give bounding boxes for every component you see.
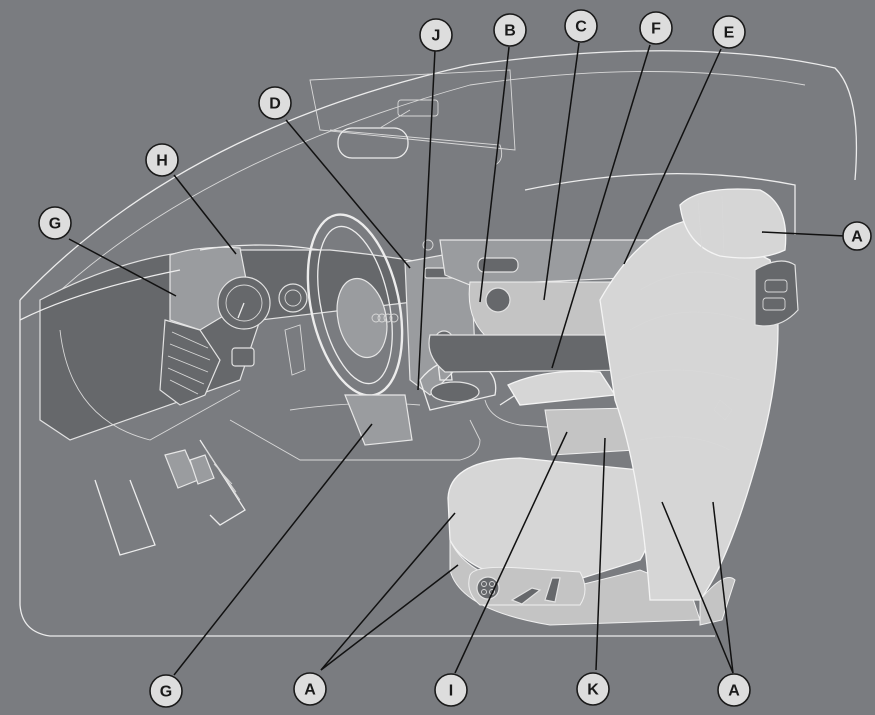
steering-wheel-rings bbox=[371, 313, 399, 323]
pedals bbox=[94, 439, 246, 556]
callout-label: A bbox=[851, 229, 863, 246]
callout-b-top: B bbox=[493, 13, 527, 47]
callout-j-top: J bbox=[419, 18, 453, 52]
callout-a-bottom-right: A bbox=[717, 673, 751, 707]
leader-lines bbox=[68, 42, 846, 676]
callout-f-top: F bbox=[639, 11, 673, 45]
leader-a-right bbox=[761, 231, 846, 237]
leader-a-bottom-left-2 bbox=[320, 564, 459, 671]
callout-g-left: G bbox=[38, 206, 72, 240]
callout-d-top: D bbox=[258, 86, 292, 120]
leader-g-bottom bbox=[173, 423, 373, 676]
callout-label: B bbox=[504, 23, 516, 40]
leader-d bbox=[285, 119, 411, 269]
leader-f bbox=[551, 44, 651, 369]
leader-k bbox=[595, 437, 606, 671]
callout-a-right: A bbox=[842, 221, 872, 251]
callout-label: G bbox=[160, 684, 172, 701]
leader-j bbox=[417, 49, 436, 391]
callout-label: I bbox=[449, 683, 453, 700]
steering-wheel bbox=[284, 213, 413, 446]
callout-e-top: E bbox=[712, 15, 746, 49]
callout-label: C bbox=[575, 19, 587, 36]
callout-h-left: H bbox=[145, 143, 179, 177]
leader-b bbox=[479, 46, 510, 303]
callout-label: D bbox=[269, 96, 281, 113]
leader-a-bottom-left-1 bbox=[320, 512, 456, 671]
callout-label: A bbox=[304, 682, 316, 699]
callout-k-bottom: K bbox=[576, 672, 610, 706]
callout-label: K bbox=[587, 682, 599, 699]
leader-e bbox=[623, 48, 722, 265]
callout-label: F bbox=[651, 21, 661, 38]
rear-view-mirror bbox=[337, 99, 439, 159]
leader-a-bottom-right-2 bbox=[712, 501, 734, 674]
leader-a-bottom-right-1 bbox=[661, 501, 734, 674]
callout-label: A bbox=[728, 683, 740, 700]
callout-label: G bbox=[49, 216, 61, 233]
leader-i bbox=[454, 431, 568, 674]
callout-i-bottom: I bbox=[434, 673, 468, 707]
callout-label: J bbox=[432, 28, 441, 45]
leader-h bbox=[173, 174, 237, 255]
seat-controls bbox=[468, 566, 586, 606]
leader-c bbox=[543, 42, 580, 301]
car-body-outline bbox=[19, 50, 858, 637]
instrument-cluster bbox=[217, 276, 308, 330]
callout-c-top: C bbox=[564, 9, 598, 43]
armrest bbox=[507, 370, 636, 456]
leader-g-left bbox=[68, 238, 177, 297]
callout-g-bottom: G bbox=[149, 674, 183, 708]
callout-label: H bbox=[156, 153, 168, 170]
left-air-vent bbox=[159, 319, 255, 406]
callout-a-bottom-left: A bbox=[293, 672, 327, 706]
callout-label: E bbox=[724, 25, 735, 42]
